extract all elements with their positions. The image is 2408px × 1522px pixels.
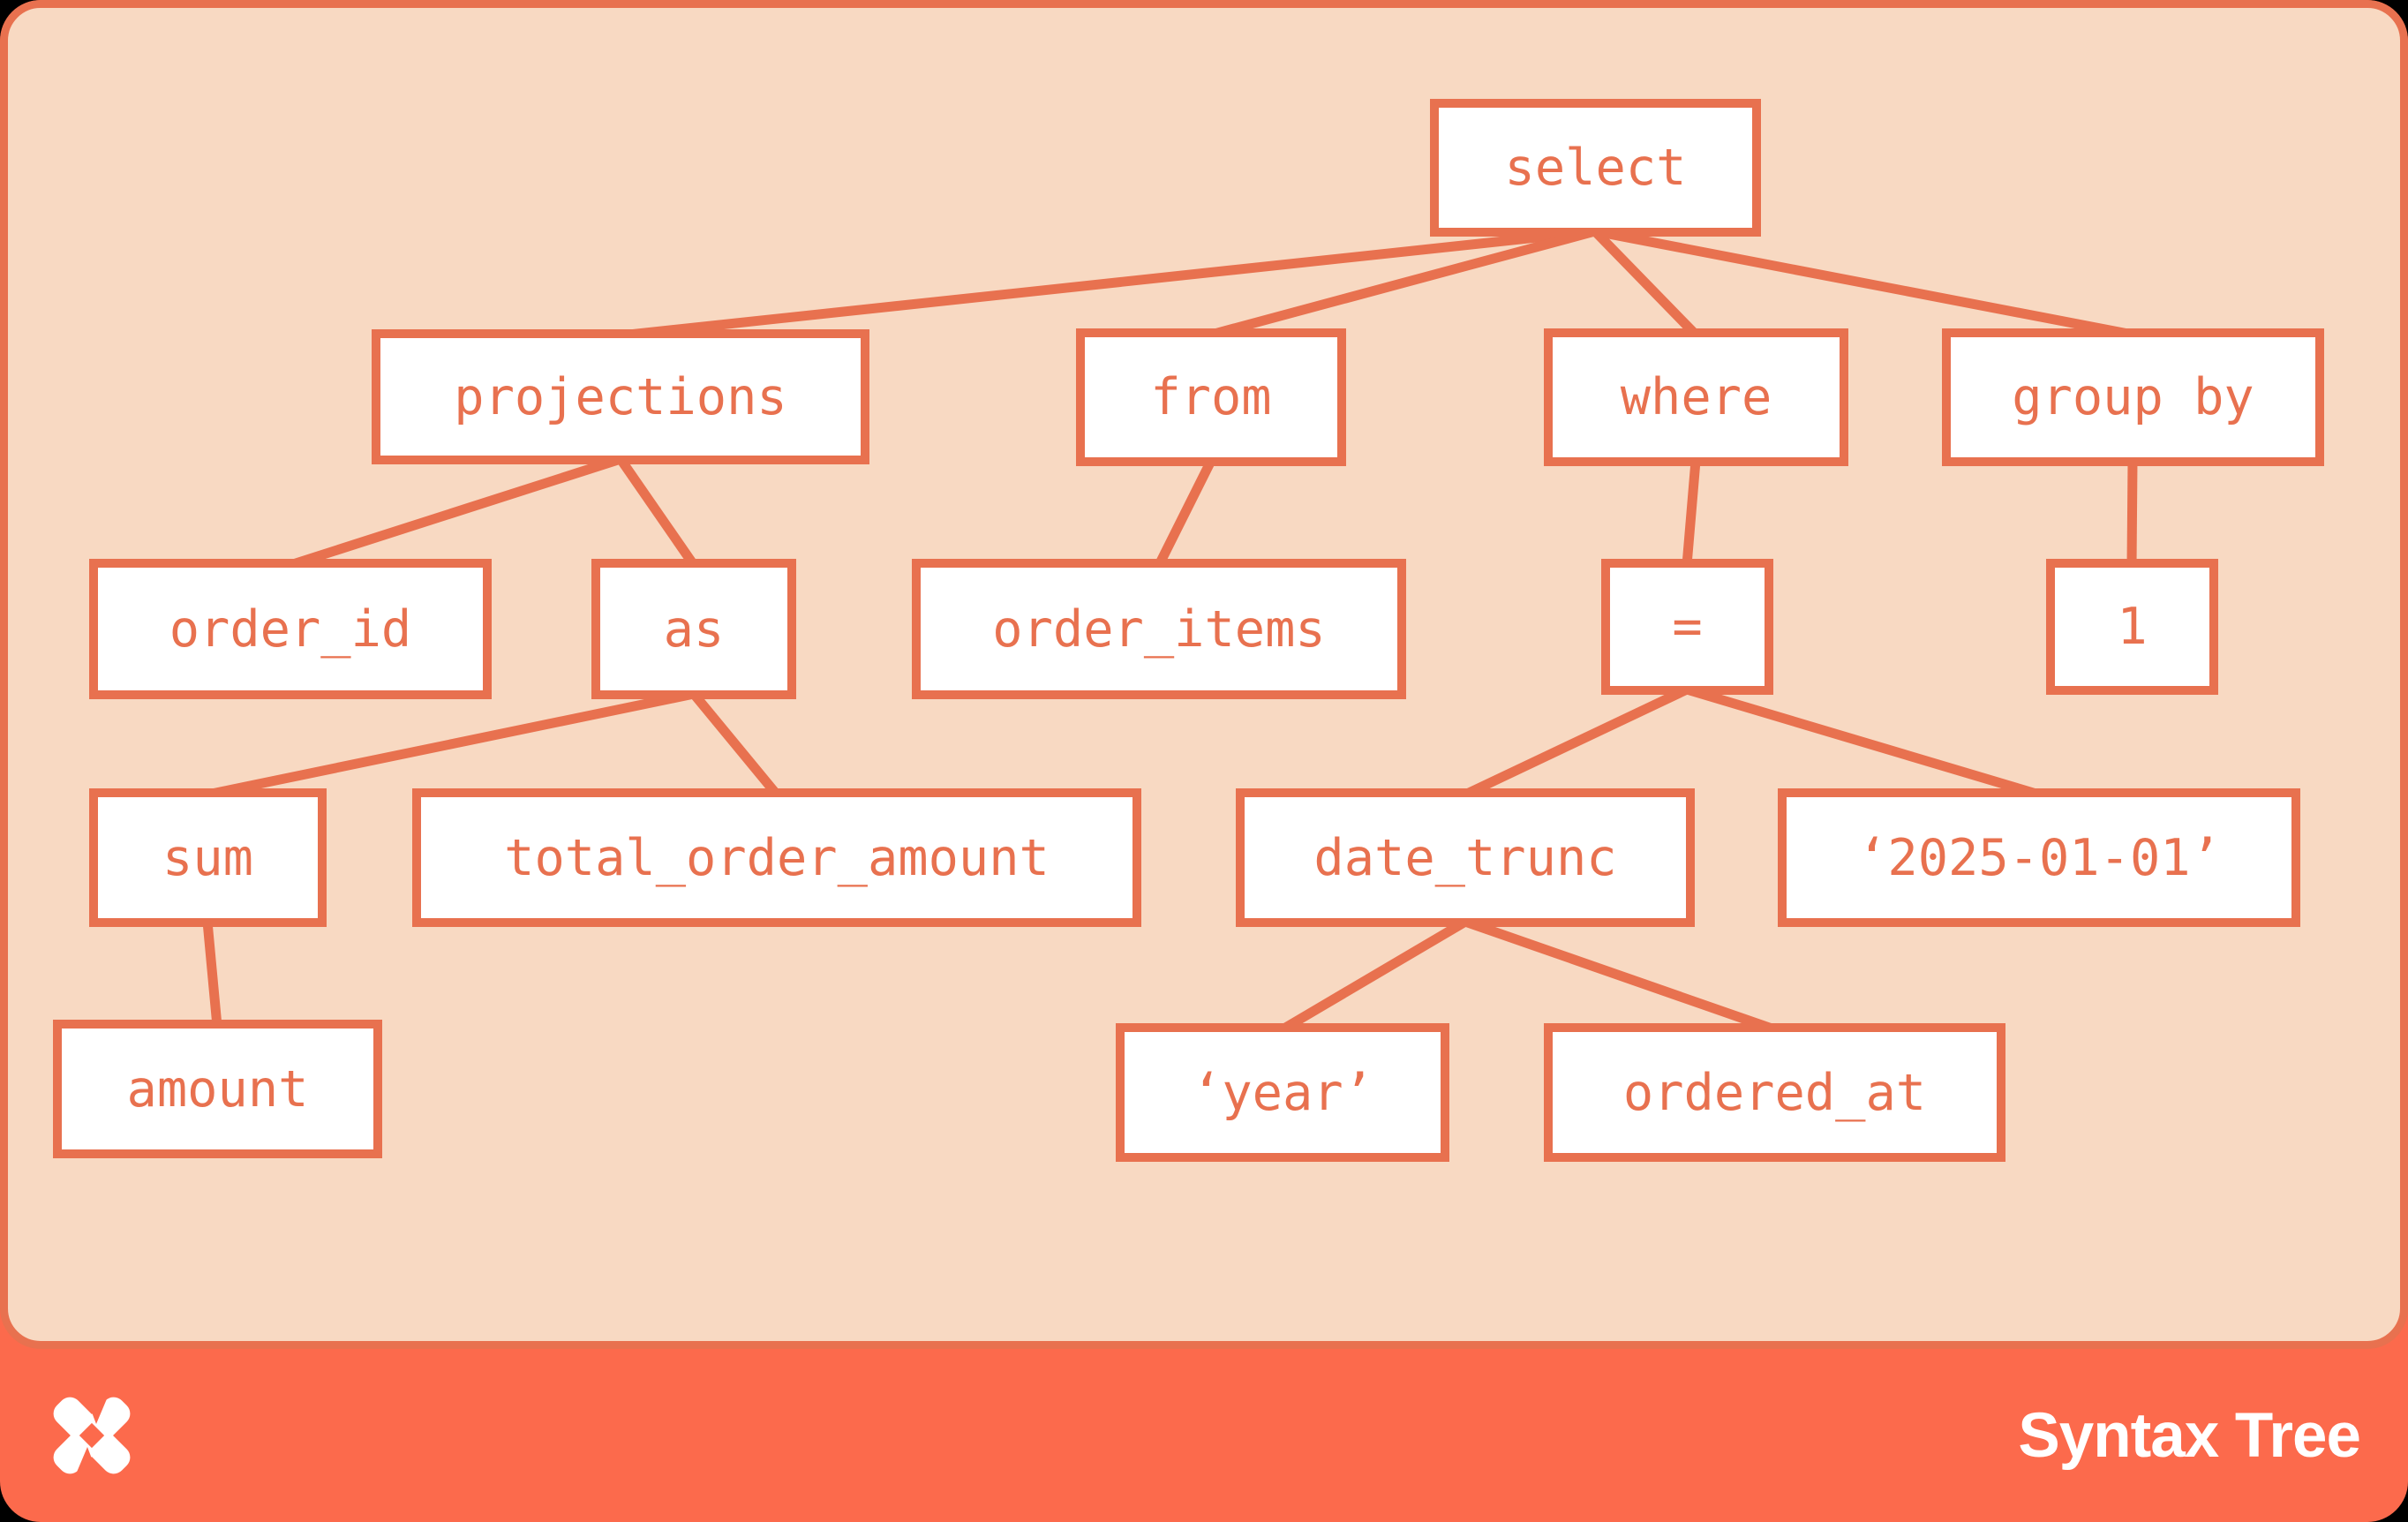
footer-bar: Syntax Tree: [0, 1349, 2408, 1522]
node-where: where: [1544, 328, 1848, 466]
node-total-order-amount: total_order_amount: [412, 788, 1141, 927]
node-group-by: group by: [1942, 328, 2324, 466]
node-sum: sum: [89, 788, 327, 927]
node-order-items: order_items: [912, 559, 1406, 699]
node-one: 1: [2046, 559, 2218, 695]
node-from: from: [1076, 328, 1346, 466]
node-as: as: [591, 559, 796, 699]
node-projections: projections: [372, 329, 869, 464]
node-date-trunc: date_trunc: [1236, 788, 1695, 927]
node-year-literal: ‘year’: [1116, 1023, 1449, 1162]
footer-title: Syntax Tree: [2018, 1400, 2361, 1471]
node-ordered-at: ordered_at: [1544, 1023, 2005, 1162]
node-equals: =: [1601, 559, 1773, 695]
node-order-id: order_id: [89, 559, 492, 699]
node-select: select: [1430, 99, 1761, 237]
node-date-literal: ‘2025-01-01’: [1778, 788, 2300, 927]
node-amount: amount: [53, 1020, 382, 1158]
x-pinwheel-logo-icon: [53, 1390, 131, 1481]
